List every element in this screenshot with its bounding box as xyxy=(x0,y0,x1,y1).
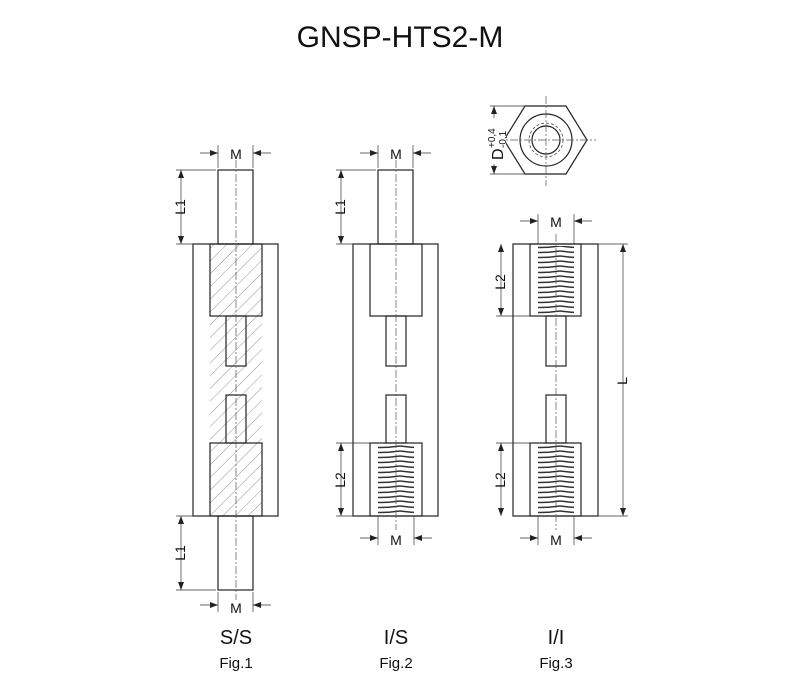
hex-dimension-label: D xyxy=(490,148,507,160)
hex-tolerance-lower: -0,1 xyxy=(498,130,509,148)
hex-tolerance-upper: +0,4 xyxy=(487,128,498,148)
fig3-top-l2-label: L2 xyxy=(492,274,508,290)
fig2-bottom-l2-label: L2 xyxy=(332,472,348,488)
fig3-overall-l-label: L xyxy=(614,377,630,385)
fig3-bottom-m-label: M xyxy=(550,532,562,548)
fig2-caption: Fig.2 xyxy=(379,655,412,672)
fig2-top-l1-label: L1 xyxy=(332,199,348,215)
fig1-top-l1-label: L1 xyxy=(172,199,188,215)
fig3-caption: Fig.3 xyxy=(539,655,572,672)
figure-3-ii: M M L2 L2 L I/I Fig.3 xyxy=(492,214,630,672)
figure-2-is: M M L1 L2 I/S Fig.2 xyxy=(332,145,439,672)
fig1-bottom-l1-label: L1 xyxy=(172,545,188,561)
fig1-bottom-m-label: M xyxy=(230,600,242,616)
fig3-top-m-label: M xyxy=(550,214,562,230)
fig1-top-m-label: M xyxy=(230,146,242,162)
fig2-type: I/S xyxy=(384,627,408,649)
figure-1-ss: M M L1 L1 S/S Fig.1 xyxy=(172,145,279,672)
drawing-title: GNSP-HTS2-M xyxy=(297,21,504,54)
fig1-type: S/S xyxy=(220,627,252,649)
fig2-bottom-m-label: M xyxy=(390,532,402,548)
fig2-top-m-label: M xyxy=(390,146,402,162)
fig1-caption: Fig.1 xyxy=(219,655,252,672)
hex-top-view: D +0,4 -0,1 xyxy=(486,96,596,186)
fig3-type: I/I xyxy=(548,627,565,649)
fig3-bottom-l2-label: L2 xyxy=(492,472,508,488)
